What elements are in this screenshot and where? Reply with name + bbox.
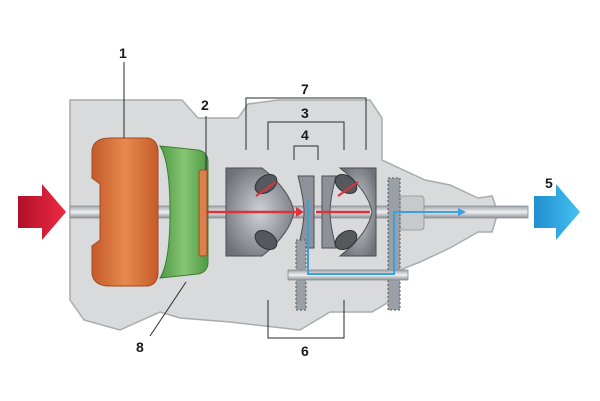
output-power-flow xyxy=(307,200,466,275)
input-power-arrow xyxy=(18,184,66,240)
roller-lower-right xyxy=(334,229,358,251)
torque-converter xyxy=(91,137,159,287)
output-power-arrow xyxy=(534,184,580,240)
callout-4: 4 xyxy=(301,127,309,143)
callout-6: 6 xyxy=(301,343,309,359)
callout-3: 3 xyxy=(301,105,309,121)
roller-lower-left xyxy=(254,229,278,251)
input-power-flow xyxy=(206,181,370,217)
callout-5: 5 xyxy=(545,175,553,191)
lockup-clutch-disc xyxy=(198,169,208,257)
callout-1: 1 xyxy=(119,45,127,61)
roller-upper-left xyxy=(254,173,278,195)
callout-8: 8 xyxy=(136,339,144,355)
callout-7: 7 xyxy=(301,81,309,97)
callout-2: 2 xyxy=(201,97,209,113)
callout-brackets xyxy=(123,62,367,339)
roller-upper-right xyxy=(334,173,358,195)
turbine-stator xyxy=(159,145,209,279)
